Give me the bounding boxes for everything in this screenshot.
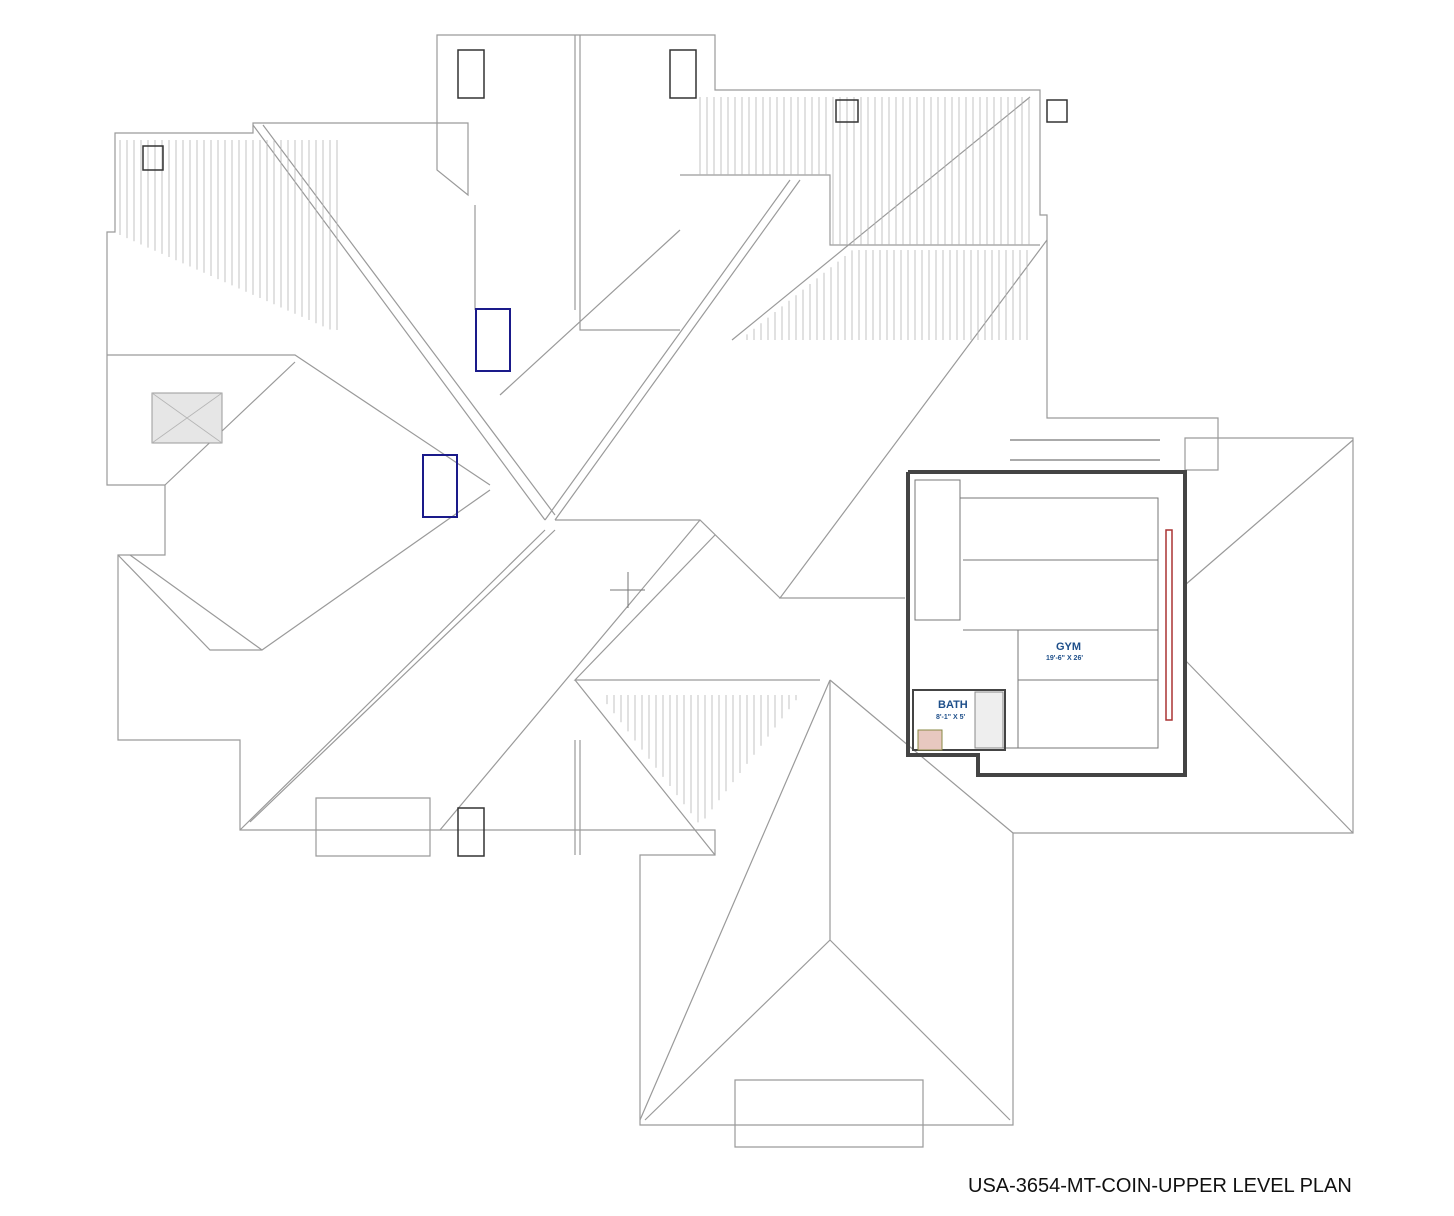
center-crosshair-mark bbox=[610, 572, 645, 608]
room-dimensions-gym: 19'-6" X 26' bbox=[1046, 655, 1083, 662]
bath-walls bbox=[912, 689, 1006, 751]
room-dimensions-bath: 8'-1" X 5' bbox=[936, 714, 966, 721]
balcony-railing bbox=[1010, 439, 1160, 461]
upper-level-rooms: GYM 19'-6" X 26' BATH 8'-1" X 5' bbox=[906, 439, 1187, 777]
roof-vents bbox=[142, 49, 1068, 857]
room-label-bath: BATH bbox=[938, 699, 968, 711]
shower bbox=[974, 691, 1004, 749]
attic-vent bbox=[151, 392, 223, 444]
roof-hatching bbox=[119, 97, 1030, 823]
vanity-sink bbox=[917, 729, 943, 751]
plan-title: USA-3654-MT-COIN-UPPER LEVEL PLAN bbox=[968, 1175, 1352, 1197]
skylights bbox=[422, 308, 511, 518]
gym-mirror bbox=[1165, 529, 1173, 721]
room-label-gym: GYM bbox=[1056, 641, 1081, 653]
